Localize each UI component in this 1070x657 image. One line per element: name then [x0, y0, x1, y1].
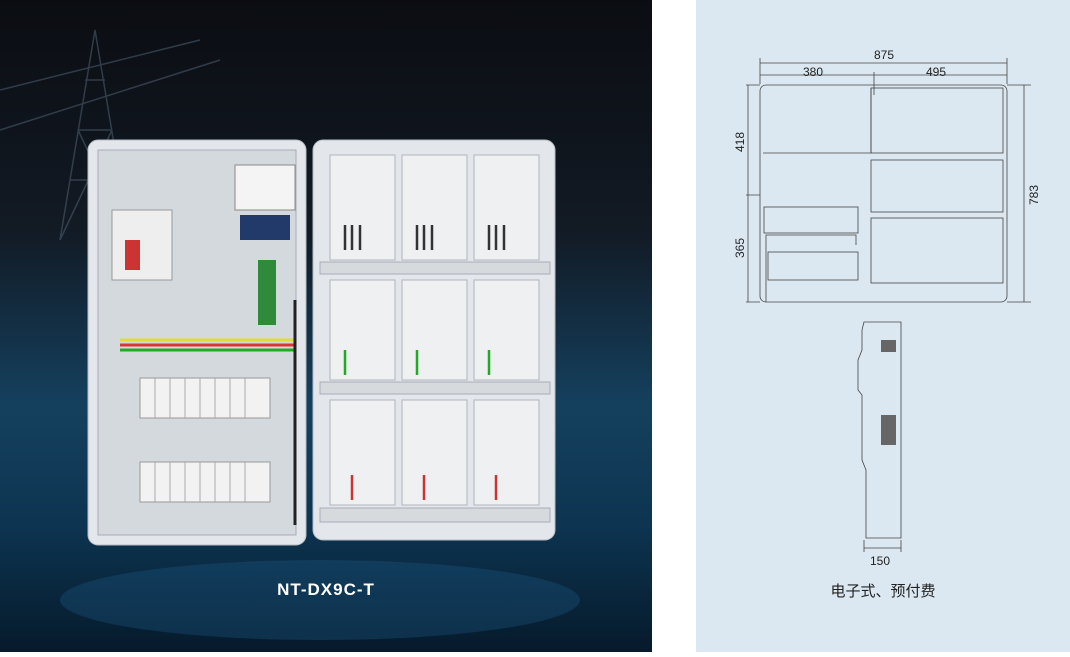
- dim-upper-height: 418: [733, 132, 747, 152]
- breaker-row-2: [139, 461, 271, 503]
- electric-meter: [234, 164, 296, 211]
- dim-right-width: 495: [926, 65, 946, 79]
- circuit-breaker: [111, 209, 173, 281]
- product-caption: 电子式、预付费: [830, 582, 936, 600]
- terminal-block: [258, 260, 276, 325]
- front-view-outline: [759, 84, 1008, 303]
- dim-left-width: 380: [803, 65, 823, 79]
- model-label: NT-DX9C-T: [277, 580, 375, 599]
- breaker-row-1: [139, 377, 271, 419]
- dim-total-width: 875: [874, 48, 894, 62]
- dim-lower-height: 365: [733, 238, 747, 258]
- dim-total-height: 783: [1027, 185, 1041, 205]
- meter-box-illustration: [0, 29, 580, 640]
- product-photo: [0, 0, 652, 652]
- side-view-outline: [857, 321, 902, 539]
- technical-drawing: 875 380 495 418 365 783 150: [696, 0, 1070, 652]
- dim-depth: 150: [870, 554, 890, 568]
